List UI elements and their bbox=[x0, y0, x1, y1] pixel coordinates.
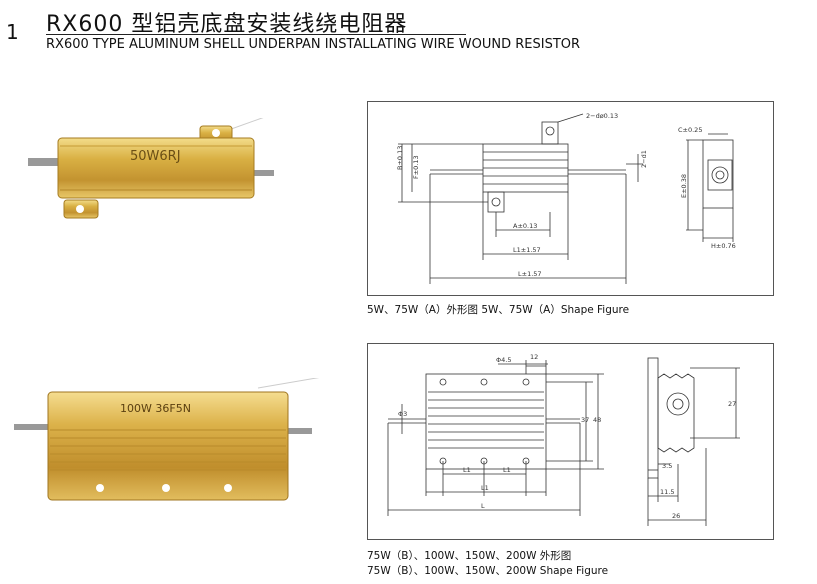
dim-holes: 2−dø0.13 bbox=[586, 112, 618, 120]
dim-b: B±0.13 bbox=[396, 146, 404, 170]
title-underline bbox=[46, 34, 466, 35]
lead-left bbox=[28, 158, 58, 166]
resistor-b-marking: 100W 36F5N bbox=[120, 402, 191, 415]
page-title-english: RX600 TYPE ALUMINUM SHELL UNDERPAN INSTA… bbox=[46, 37, 581, 52]
dim-a: A±0.13 bbox=[513, 222, 537, 230]
resistor-a-photo: 50W6RJ bbox=[28, 118, 274, 219]
dim-f: F±0.13 bbox=[412, 155, 420, 179]
drawing-b: Φ4.5 12 Φ3 37 48 L1 L1 L1 L 27 3.5 11.5 … bbox=[387, 353, 740, 526]
lead-right bbox=[248, 170, 274, 176]
dim-l: L±1.57 bbox=[518, 270, 542, 278]
dim-c: C±0.25 bbox=[678, 126, 702, 134]
resistor-b-photo: 100W 36F5N bbox=[14, 378, 320, 501]
dim-l1-a: L1 bbox=[463, 466, 471, 474]
section-number: 1 bbox=[6, 20, 19, 44]
drawing-panel-b: Φ4.5 12 Φ3 37 48 L1 L1 L1 L 27 3.5 11.5 … bbox=[367, 343, 774, 540]
dim-l: L bbox=[481, 502, 485, 510]
dim-d1: 2−d1 bbox=[640, 150, 648, 168]
dim-l1-total: L1 bbox=[481, 484, 489, 492]
page-title-chinese: RX600 型铝壳底盘安装线绕电阻器 bbox=[46, 12, 408, 37]
dim-e: E±0.38 bbox=[680, 174, 688, 198]
dim-11-5: 11.5 bbox=[660, 488, 674, 496]
dim-l1: L1±1.57 bbox=[513, 246, 541, 254]
caption-a: 5W、75W（A）外形图 5W、75W（A）Shape Figure bbox=[367, 304, 630, 316]
caption-b-en: 75W（B）、100W、150W、200W Shape Figure bbox=[367, 565, 609, 577]
caption-b-cn: 75W（B）、100W、150W、200W 外形图 bbox=[367, 550, 572, 562]
lead-left bbox=[14, 424, 48, 430]
dim-hole: Φ4.5 bbox=[496, 356, 511, 364]
dim-3-5: 3.5 bbox=[662, 462, 672, 470]
dim-l1-b: L1 bbox=[503, 466, 511, 474]
lead-right bbox=[286, 428, 312, 434]
dim-37: 37 bbox=[581, 416, 589, 424]
dim-h: H±0.76 bbox=[711, 242, 736, 250]
dim-48: 48 bbox=[593, 416, 601, 424]
drawing-a: 2−dø0.13 C±0.25 B±0.13 F±0.13 E±0.38 H±0… bbox=[396, 112, 736, 284]
dim-12: 12 bbox=[530, 353, 538, 361]
dim-phi3: Φ3 bbox=[398, 410, 407, 418]
drawing-panel-a: 2−dø0.13 C±0.25 B±0.13 F±0.13 E±0.38 H±0… bbox=[367, 101, 774, 296]
resistor-a-marking: 50W6RJ bbox=[130, 149, 181, 164]
dim-26: 26 bbox=[672, 512, 680, 520]
dim-27: 27 bbox=[728, 400, 736, 408]
